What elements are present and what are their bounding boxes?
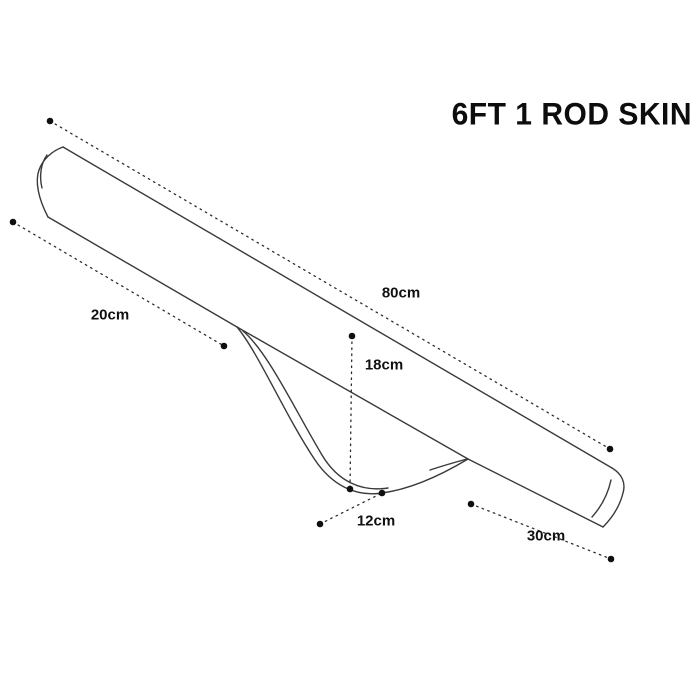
right-end-cap xyxy=(602,467,625,528)
dimension-label-pocket-width: 12cm xyxy=(356,512,396,530)
tube-bottom-edge-right xyxy=(467,458,604,528)
dot-pocket-width-end xyxy=(378,489,386,497)
dimension-label-right-section: 30cm xyxy=(526,527,566,545)
dimension-line-left-section xyxy=(12,221,225,347)
dot-left-section-start xyxy=(9,218,17,226)
left-end-cap-seam xyxy=(39,154,48,189)
dot-left-section-end xyxy=(220,342,228,350)
right-end-cap-seam xyxy=(591,479,612,518)
dimension-endpoint-dots xyxy=(9,117,615,563)
pocket-inner-curve xyxy=(242,330,389,490)
dimension-label-pocket-depth: 18cm xyxy=(364,356,404,374)
dot-total-length-end xyxy=(606,445,614,453)
dot-pocket-depth-bottom xyxy=(346,485,354,493)
dimension-line-pocket-width xyxy=(319,492,383,525)
left-end-cap xyxy=(36,146,64,218)
dimension-line-right-section xyxy=(470,503,612,560)
dimension-label-total-length: 80cm xyxy=(381,284,421,302)
rod-skin-outline xyxy=(36,146,625,528)
dimension-line-pocket-depth xyxy=(349,335,353,490)
tube-bottom-edge-left xyxy=(47,216,238,328)
pocket-outer-curve xyxy=(236,326,469,495)
page-title: 6FT 1 ROD SKIN xyxy=(451,96,692,132)
dimension-label-left-section: 20cm xyxy=(90,306,130,324)
dot-right-section-start xyxy=(467,500,475,508)
dot-total-length-start xyxy=(46,117,54,125)
pocket-fold-curve xyxy=(429,458,468,471)
dot-pocket-width-start xyxy=(316,520,324,528)
dot-pocket-depth-top xyxy=(348,332,356,340)
dimension-line-total-length xyxy=(49,120,611,450)
dot-right-section-end xyxy=(607,555,615,563)
tube-bottom-edge-behind-pocket xyxy=(236,326,469,460)
tube-top-edge xyxy=(62,146,613,469)
dimension-lines xyxy=(12,120,612,560)
